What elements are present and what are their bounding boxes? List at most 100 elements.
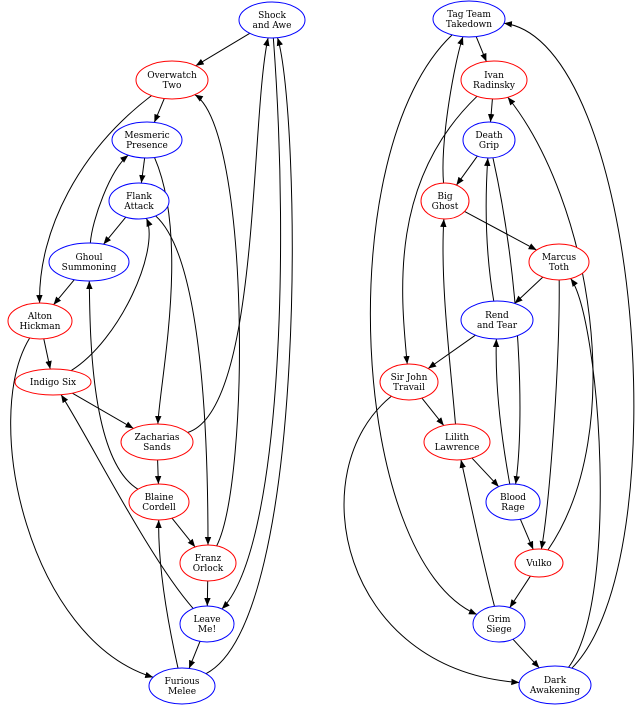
node-ellipse (108, 182, 170, 220)
node-label: Cordell (142, 503, 176, 513)
edge-blaine-to-ghoul (86, 280, 139, 490)
node-ellipse (179, 544, 237, 582)
edge-darkawakening-to-marcus (568, 278, 601, 668)
node-ellipse (518, 665, 592, 705)
node-label: Indigo Six (30, 378, 76, 388)
node-ellipse (462, 121, 516, 159)
node-label: Orlock (193, 564, 224, 574)
node-vulko: Vulko (514, 548, 564, 578)
edge-lilith-to-bigghost (440, 218, 456, 425)
node-label: Flank (126, 192, 152, 202)
edge-zacharias-to-blaine (154, 459, 162, 485)
edge-flank-to-franz (155, 215, 212, 546)
node-ellipse (485, 483, 541, 521)
node-label: Travail (393, 383, 425, 393)
node-label: Zacharias (135, 433, 180, 443)
node-ellipse (120, 423, 194, 461)
node-ellipse (420, 182, 470, 220)
node-label: Big (437, 192, 452, 202)
node-ellipse (528, 243, 590, 281)
node-ellipse (111, 121, 183, 159)
edge-blaine-to-franz (171, 517, 196, 548)
node-label: and Tear (477, 321, 518, 331)
node-label: Death (475, 131, 503, 141)
node-label: Sands (143, 443, 171, 453)
node-ellipse (472, 605, 526, 643)
node-ellipse (238, 1, 306, 39)
edge-leave-to-furious (188, 641, 201, 669)
edge-tagteam-to-grimsiege (369, 34, 478, 615)
node-label: Franz (195, 554, 222, 564)
node-label: Toth (549, 263, 569, 273)
node-ellipse (514, 548, 564, 578)
edge-ghoul-to-mesmeric (89, 154, 129, 244)
edge-deathgrip-to-bigghost (456, 155, 478, 186)
node-label: Ghost (432, 202, 459, 212)
node-label: Mesmeric (124, 131, 169, 141)
node-label: Me! (198, 625, 216, 635)
node-label: Sir John (391, 373, 428, 383)
edge-ivan-to-sirjohn (402, 95, 478, 365)
node-label: Lawrence (435, 443, 480, 453)
edge-flank-to-ghoul (103, 216, 127, 245)
edge-grimsiege-to-lilith (459, 459, 495, 607)
node-label: Rage (501, 503, 524, 513)
edge-tagteam-to-ivan (475, 36, 487, 62)
node-label: Tag Team (447, 10, 491, 20)
node-indigo: Indigo Six (14, 368, 92, 396)
edge-indigo-to-zacharias (72, 392, 134, 429)
node-label: Dark (544, 676, 567, 686)
edge-bigghost-to-marcus (464, 211, 537, 251)
node-ellipse (48, 242, 130, 282)
edge-zacharias-to-shock (187, 37, 270, 433)
edge-bigghost-to-tagteam (442, 36, 464, 184)
edge-marcus-to-vulko (539, 279, 560, 550)
node-label: Melee (168, 687, 196, 697)
node-ellipse (128, 483, 190, 521)
edge-vulko-to-grimsiege (509, 575, 531, 608)
node-label: Grim (488, 615, 511, 625)
node-label: Attack (123, 202, 154, 212)
edge-franz-to-overwatch (194, 94, 240, 547)
node-ellipse (423, 423, 491, 461)
edges-layer (10, 21, 635, 686)
edge-vulko-to-ivan (507, 96, 594, 551)
node-label: Blood (500, 493, 526, 503)
node-label: Presence (126, 141, 168, 151)
edge-rend-to-deathgrip (484, 157, 495, 302)
node-label: Furious (164, 677, 199, 687)
node-label: Takedown (446, 20, 492, 30)
edge-grimsiege-to-darkawakening (512, 638, 540, 669)
edge-overwatch-to-alton (36, 95, 152, 304)
node-label: Overwatch (147, 71, 197, 81)
node-label: Siege (486, 625, 511, 635)
node-label: Lilith (445, 433, 469, 443)
edge-alton-to-indigo (43, 338, 52, 370)
node-ellipse (135, 60, 209, 100)
edge-lilith-to-bloodrage (471, 457, 500, 488)
node-ellipse (14, 368, 92, 396)
edge-sirjohn-to-darkawakening (343, 395, 520, 686)
edge-furious-to-blaine (155, 519, 179, 669)
edge-shock-to-leave (221, 37, 282, 610)
